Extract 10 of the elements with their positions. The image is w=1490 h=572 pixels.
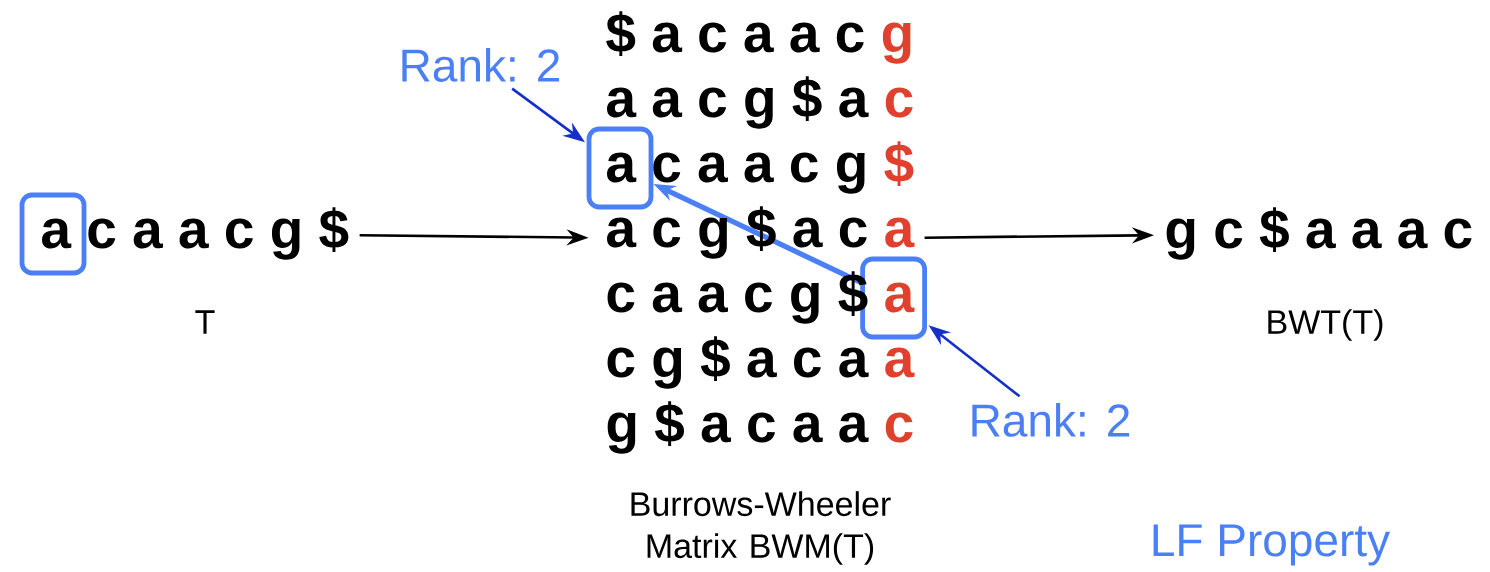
highlight-box [586, 126, 654, 210]
node-label: Burrows-Wheeler Matrix BWM(T) [631, 491, 891, 565]
rank-label: Rank: 2 [402, 48, 560, 82]
highlight-box [19, 192, 87, 276]
sequence-text: g c $ a a a c [1166, 207, 1472, 260]
node-label: BWT(T) [1268, 309, 1383, 341]
sequence-text: a c a a c g $ [42, 207, 349, 260]
label-text: LF Property [1153, 524, 1391, 566]
rank-label: Rank: 2 [972, 403, 1130, 437]
node-label: T [195, 310, 215, 334]
